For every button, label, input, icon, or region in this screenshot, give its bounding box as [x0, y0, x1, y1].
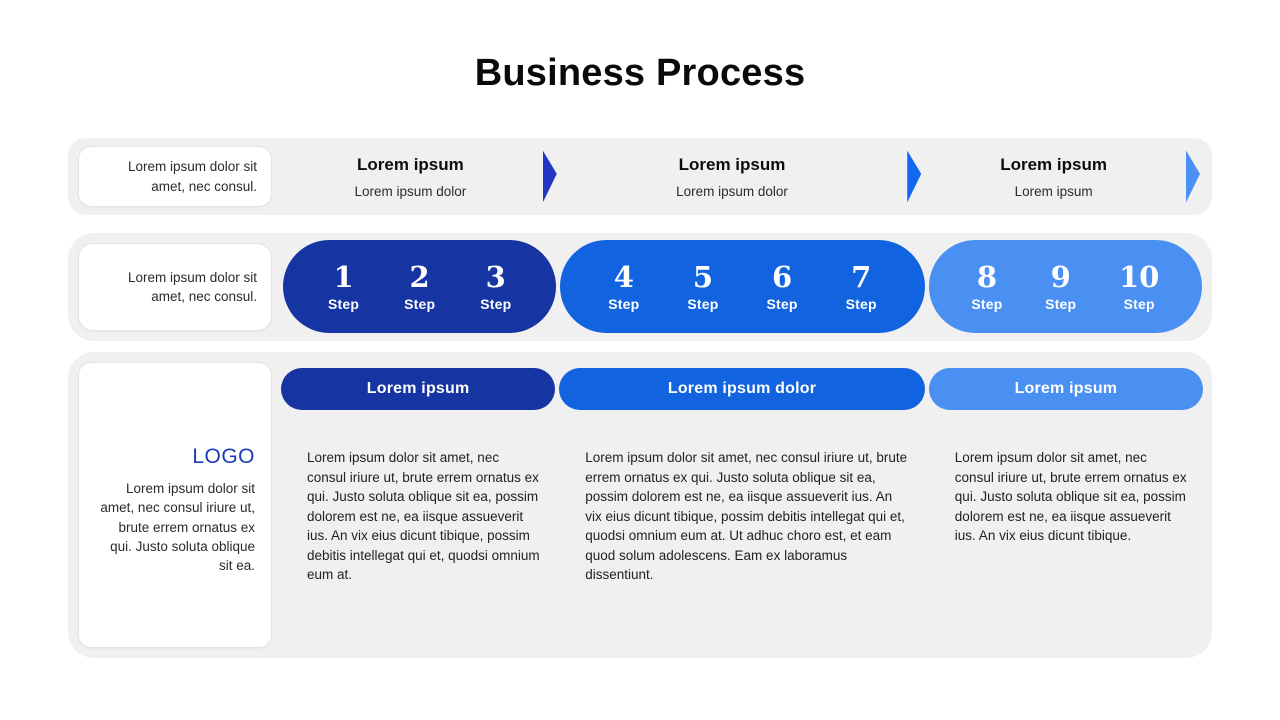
step-9-number: 9	[1050, 259, 1071, 294]
step-pills: 1 Step 2 Step 3 Step 4 Step 5	[283, 240, 1202, 333]
step-2-label: Step	[404, 295, 436, 312]
logo-card: LOGO Lorem ipsum dolor sit amet, nec con…	[78, 362, 272, 648]
step-7-label: Step	[845, 295, 877, 312]
step-3: 3 Step	[480, 259, 512, 312]
arrow-right-icon	[1186, 150, 1200, 203]
step-pill-group-3: 8 Step 9 Step 10 Step	[928, 240, 1202, 333]
column-3-body: Lorem ipsum dolor sit amet, nec consul i…	[954, 450, 1187, 544]
flow-section-2-subtext: Lorem ipsum dolor	[676, 183, 788, 199]
step-8-label: Step	[971, 295, 1003, 312]
steps-intro-text: Lorem ipsum dolor sit amet, nec consul.	[127, 269, 257, 304]
flow-intro-card: Lorem ipsum dolor sit amet, nec consul.	[78, 146, 272, 207]
step-2-number: 2	[409, 259, 430, 294]
step-1-label: Step	[327, 295, 360, 312]
step-5-number: 5	[692, 259, 714, 294]
arrow-right-icon	[542, 150, 557, 203]
step-4-label: Step	[608, 295, 640, 312]
flow-section-3-subtext: Lorem ipsum	[1014, 183, 1093, 199]
step-pill-group-1: 1 Step 2 Step 3 Step	[283, 240, 557, 333]
description-band: LOGO Lorem ipsum dolor sit amet, nec con…	[68, 352, 1212, 658]
flow-section-2: Lorem ipsum Lorem ipsum dolor	[561, 155, 903, 199]
arrow-right-icon	[907, 150, 922, 203]
flow-section-1: Lorem ipsum Lorem ipsum dolor	[282, 155, 539, 199]
step-5-label: Step	[687, 295, 719, 312]
step-8-number: 8	[976, 259, 998, 294]
step-1-number: 1	[333, 259, 354, 294]
step-4: 4 Step	[608, 259, 640, 312]
column-2-body: Lorem ipsum dolor sit amet, nec consul i…	[585, 450, 908, 583]
step-2: 2 Step	[404, 259, 436, 312]
step-3-number: 3	[485, 259, 506, 294]
flow-section-1-subtext: Lorem ipsum dolor	[354, 183, 467, 199]
step-10-number: 10	[1118, 259, 1160, 294]
column-1-body: Lorem ipsum dolor sit amet, nec consul i…	[307, 450, 540, 583]
step-6: 6 Step	[766, 259, 798, 312]
page-title: Business Process	[474, 52, 806, 94]
step-6-label: Step	[766, 295, 798, 312]
flow-section-2-heading: Lorem ipsum	[678, 154, 786, 174]
logo-text: LOGO	[192, 445, 255, 468]
step-1: 1 Step	[327, 259, 360, 312]
logo-card-text: Lorem ipsum dolor sit amet, nec consul i…	[100, 481, 255, 574]
step-4-number: 4	[613, 259, 634, 294]
step-3-label: Step	[480, 295, 512, 312]
flow-section-3: Lorem ipsum Lorem ipsum	[925, 155, 1182, 199]
step-7-number: 7	[851, 259, 872, 294]
step-pill-group-2: 4 Step 5 Step 6 Step 7 Step	[560, 240, 925, 333]
column-1-header: Lorem ipsum	[281, 368, 556, 410]
step-5: 5 Step	[687, 259, 719, 312]
step-9-label: Step	[1045, 295, 1077, 312]
description-column-3: Lorem ipsum Lorem ipsum dolor sit amet, …	[928, 368, 1203, 648]
step-10: 10 Step	[1118, 259, 1160, 312]
step-10-label: Step	[1123, 295, 1155, 312]
steps-intro-card: Lorem ipsum dolor sit amet, nec consul.	[78, 243, 272, 331]
flow-band: Lorem ipsum dolor sit amet, nec consul. …	[68, 138, 1212, 215]
description-column-2: Lorem ipsum dolor Lorem ipsum dolor sit …	[559, 368, 925, 648]
steps-band: Lorem ipsum dolor sit amet, nec consul. …	[68, 233, 1212, 341]
step-9: 9 Step	[1045, 259, 1077, 312]
description-column-1: Lorem ipsum Lorem ipsum dolor sit amet, …	[281, 368, 556, 648]
column-2-header: Lorem ipsum dolor	[559, 368, 925, 410]
step-8: 8 Step	[971, 259, 1003, 312]
step-7: 7 Step	[845, 259, 877, 312]
flow-intro-text: Lorem ipsum dolor sit amet, nec consul.	[127, 159, 257, 194]
flow-section-3-heading: Lorem ipsum	[1000, 154, 1107, 174]
description-columns: Lorem ipsum Lorem ipsum dolor sit amet, …	[281, 368, 1203, 648]
flow-section-1-heading: Lorem ipsum	[357, 154, 464, 174]
column-3-header: Lorem ipsum	[928, 368, 1203, 410]
step-6-number: 6	[771, 259, 793, 294]
flow-sections: Lorem ipsum Lorem ipsum dolor Lorem ipsu…	[282, 138, 1204, 215]
